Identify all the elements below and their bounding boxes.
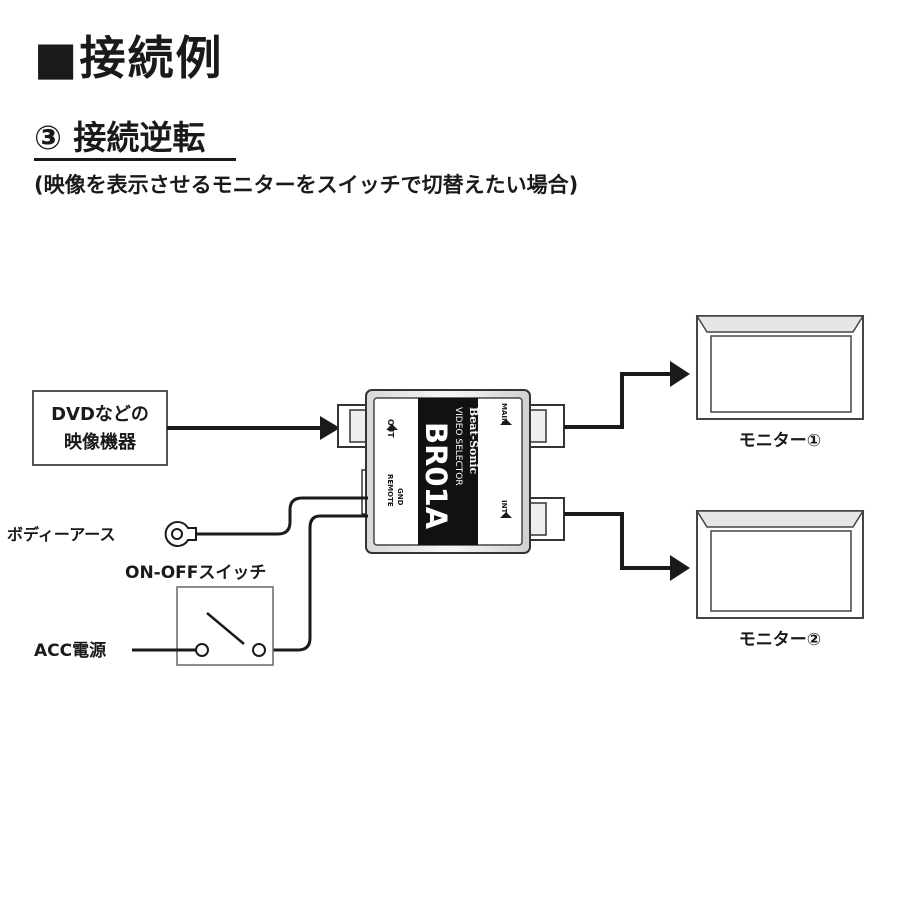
source-device-label-line2: 映像機器 bbox=[64, 431, 137, 453]
acc-label: ACC電源 bbox=[34, 640, 106, 661]
device-model: BR01A bbox=[419, 422, 453, 530]
monitor2-arrow-icon bbox=[670, 555, 690, 581]
source-arrow-icon bbox=[320, 416, 340, 440]
port-label-remote: REMOTE bbox=[386, 474, 394, 507]
monitor1-arrow-icon bbox=[670, 361, 690, 387]
section-subtitle: (映像を表示させるモニターをスイッチで切替えたい場合) bbox=[34, 173, 579, 197]
section-title-underline bbox=[34, 158, 236, 161]
port-label-gnd: GND bbox=[396, 488, 404, 506]
ground-cable bbox=[164, 496, 368, 547]
port-label-main: MAIN bbox=[500, 403, 508, 424]
port-label-int: INT bbox=[500, 500, 508, 513]
int-port-arrow-icon bbox=[500, 512, 512, 518]
switch-terminal-icon bbox=[195, 643, 209, 657]
monitor2-label: モニター② bbox=[739, 630, 821, 650]
source-device-label-line1: DVDなどの bbox=[51, 404, 149, 425]
page-title: ■接続例 bbox=[34, 31, 224, 85]
main-port-arrow-icon bbox=[500, 419, 512, 425]
out-port-arrow-icon bbox=[386, 424, 398, 430]
remote-cable bbox=[265, 514, 368, 652]
monitor1-label: モニター① bbox=[739, 431, 821, 451]
on-off-switch bbox=[176, 586, 274, 666]
monitor2-cable bbox=[564, 512, 690, 581]
source-cable bbox=[167, 416, 340, 440]
monitor1-cable bbox=[564, 361, 690, 429]
switch-label: ON-OFFスイッチ bbox=[125, 563, 266, 583]
source-device-box: DVDなどの 映像機器 bbox=[32, 390, 168, 466]
device-brand: Beat-Sonic bbox=[467, 407, 480, 475]
monitor-1: モニター① bbox=[695, 315, 865, 451]
video-selector-device: OUT MAIN INT GND REMOTE Beat-Sonic VIDEO… bbox=[337, 389, 565, 554]
body-earth-label: ボディーアース bbox=[7, 525, 115, 544]
section-title: ③ 接続逆転 bbox=[34, 118, 206, 157]
device-product-name: VIDEO SELECTOR bbox=[453, 407, 463, 486]
switch-terminal-icon bbox=[252, 643, 266, 657]
switch-lever-icon bbox=[206, 612, 245, 645]
monitor-2: モニター② bbox=[695, 510, 865, 650]
port-label-out: OUT bbox=[386, 419, 395, 438]
